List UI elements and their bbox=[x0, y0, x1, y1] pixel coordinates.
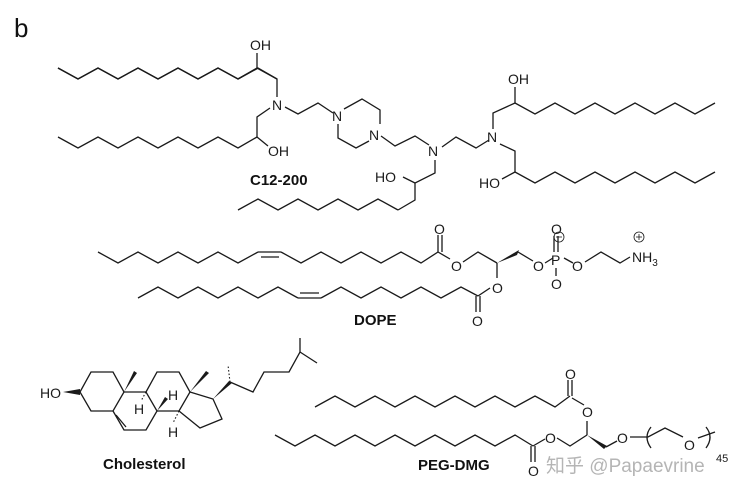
atom-n: N bbox=[428, 143, 438, 159]
atom-ho: HO bbox=[40, 385, 61, 401]
atom-o: O bbox=[492, 280, 503, 296]
atom-ho: HO bbox=[479, 175, 500, 191]
molecule-name-c12-200: C12-200 bbox=[250, 172, 308, 189]
peg-dmg-structure: O O O O O O 45 PEG-DMG bbox=[274, 366, 728, 479]
atom-o: O bbox=[551, 276, 562, 292]
cholesterol-structure: HO H H H Cholesterol bbox=[40, 338, 318, 473]
atom-ho: HO bbox=[375, 169, 396, 185]
repeat-count: 45 bbox=[716, 453, 728, 465]
atom-o: O bbox=[528, 463, 539, 479]
atom-h: H bbox=[168, 424, 178, 440]
atom-nh3: NH3 bbox=[632, 249, 658, 269]
atom-o: O bbox=[472, 313, 483, 329]
atom-o: O bbox=[582, 404, 593, 420]
atom-oh: OH bbox=[508, 71, 529, 87]
negative-charge-icon bbox=[553, 231, 565, 243]
atom-h: H bbox=[168, 387, 178, 403]
atom-h: H bbox=[134, 401, 144, 417]
panel-label: b bbox=[14, 13, 28, 43]
atom-p: P bbox=[551, 252, 560, 268]
positive-charge-icon bbox=[633, 231, 645, 243]
molecule-name-cholesterol: Cholesterol bbox=[103, 456, 186, 473]
atom-n: N bbox=[487, 129, 497, 145]
atom-o: O bbox=[533, 258, 544, 274]
atom-n: N bbox=[369, 127, 379, 143]
atom-o: O bbox=[617, 430, 628, 446]
atom-oh: OH bbox=[268, 143, 289, 159]
atom-oh: OH bbox=[250, 37, 271, 53]
atom-o: O bbox=[451, 258, 462, 274]
atom-o: O bbox=[565, 366, 576, 382]
atom-o: O bbox=[572, 258, 583, 274]
atom-o: O bbox=[551, 221, 562, 237]
atom-n: N bbox=[332, 108, 342, 124]
c12-200-structure: OH N OH N N N HO N OH HO C12- bbox=[57, 37, 716, 211]
molecule-name-peg-dmg: PEG-DMG bbox=[418, 457, 490, 474]
molecule-name-dope: DOPE bbox=[354, 312, 397, 329]
atom-o: O bbox=[545, 430, 556, 446]
atom-o: O bbox=[434, 221, 445, 237]
atom-o: O bbox=[684, 437, 695, 453]
atom-n: N bbox=[272, 97, 282, 113]
watermark: 知乎 @Papaevrine bbox=[546, 455, 705, 477]
dope-structure: O O O P O O O NH3 O O DO bbox=[97, 221, 658, 329]
